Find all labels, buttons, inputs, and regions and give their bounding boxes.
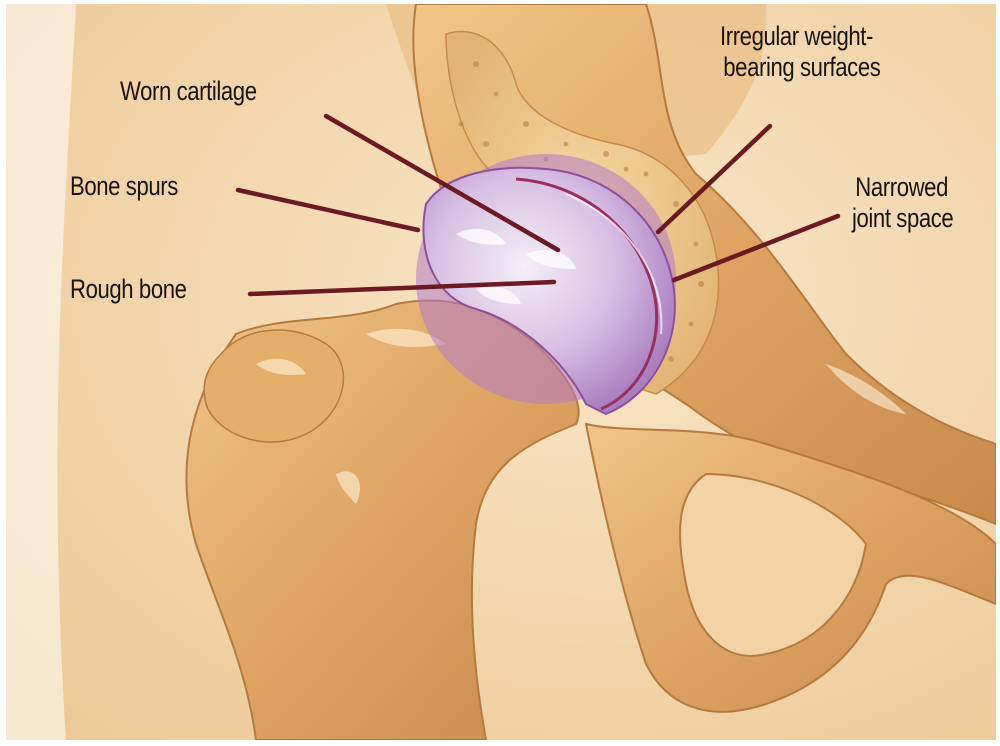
label-bone-spurs: Bone spurs bbox=[70, 171, 178, 202]
label-narrowed-line1: Narrowed bbox=[852, 172, 953, 203]
label-irregular-line1: Irregular weight- bbox=[720, 21, 880, 52]
hip-joint-artwork bbox=[6, 4, 996, 740]
label-irregular-line2: bearing surfaces bbox=[720, 52, 880, 83]
label-rough-bone: Rough bone bbox=[70, 274, 187, 305]
label-narrowed-joint-space: Narrowed joint space bbox=[852, 172, 953, 234]
label-narrowed-line2: joint space bbox=[852, 203, 953, 234]
hip-illustration: Worn cartilage Bone spurs Rough bone Irr… bbox=[6, 4, 996, 740]
label-worn-cartilage: Worn cartilage bbox=[120, 76, 257, 107]
label-irregular-weight-bearing-surfaces: Irregular weight- bearing surfaces bbox=[720, 21, 880, 83]
